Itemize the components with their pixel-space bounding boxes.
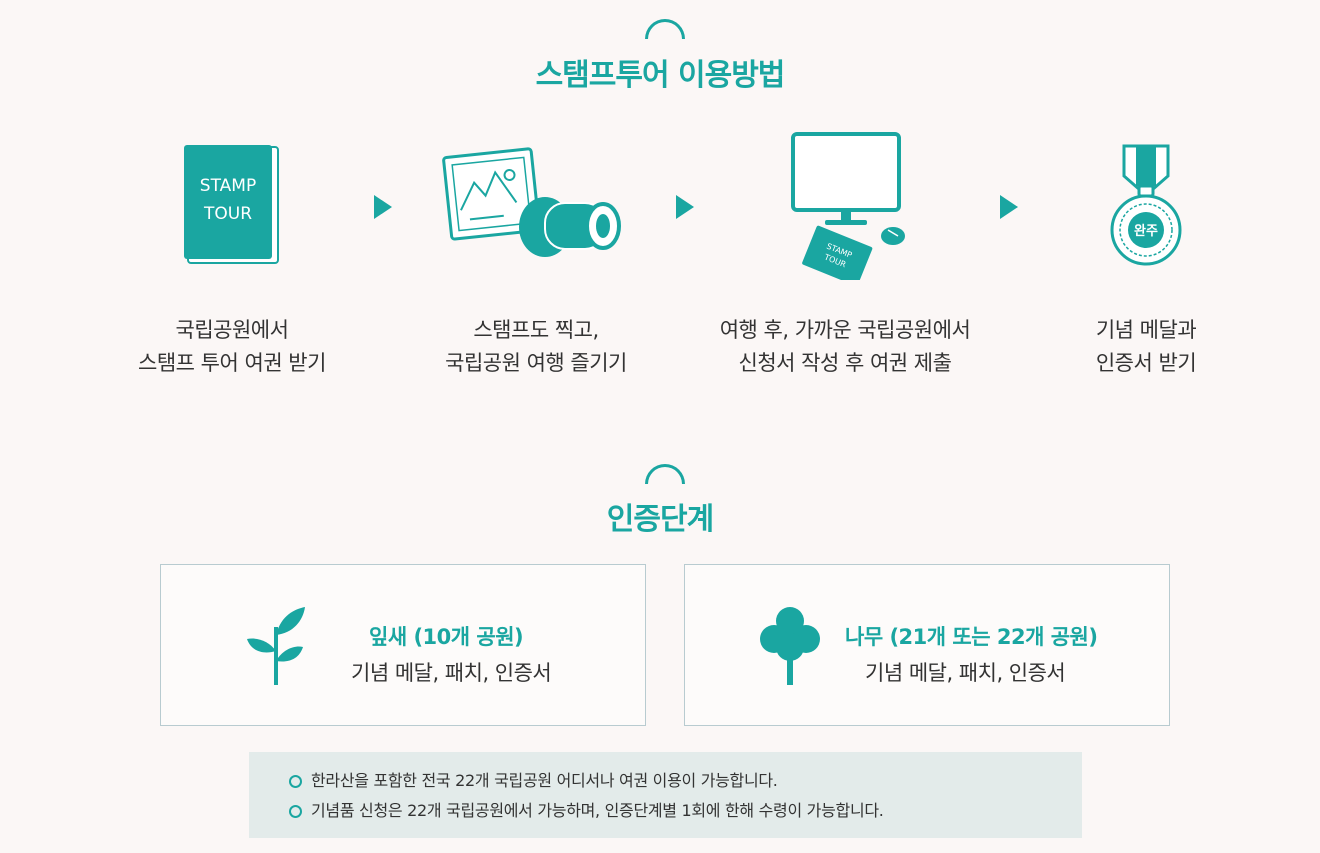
notice-text: 한라산을 포함한 전국 22개 국립공원 어디서나 여권 이용이 가능합니다. [311,771,778,790]
caption-line: 인증서 받기 [1095,351,1197,375]
level-box-leaf: 잎새 (10개 공원) 기념 메달, 패치, 인증서 [160,564,646,726]
step-arrow-icon [374,195,392,219]
usage-step-1-caption: 국립공원에서 스탬프 투어 여권 받기 [82,314,382,380]
level-name: 잎새 (10개 공원) [369,625,524,649]
usage-step-3: STAMP TOUR 여행 후, 가까운 국립공원에서 신청서 작성 후 여권 … [695,130,995,380]
passport-text-line-2: TOUR [203,204,252,224]
level-box-tree: 나무 (21개 또는 22개 공원) 기념 메달, 패치, 인증서 [684,564,1170,726]
caption-line: 스탬프 투어 여권 받기 [138,351,326,375]
caption-line: 국립공원에서 [175,318,289,342]
caption-line: 신청서 작성 후 여권 제출 [738,351,952,375]
tree-icon [760,607,820,685]
step-arrow-icon [676,195,694,219]
notice-item: 한라산을 포함한 전국 22개 국립공원 어디서나 여권 이용이 가능합니다. [289,766,1082,796]
passport-text-line-1: STAMP [200,176,256,196]
level-name: 나무 (21개 또는 22개 공원) [845,625,1098,649]
step-arrow-icon [1000,195,1018,219]
caption-line: 스탬프도 찍고, [473,318,599,342]
notice-text: 기념품 신청은 22개 국립공원에서 가능하며, 인증단계별 1회에 한해 수령… [311,801,884,820]
usage-step-2-caption: 스탬프도 찍고, 국립공원 여행 즐기기 [386,314,686,380]
notice-item: 기념품 신청은 22개 국립공원에서 가능하며, 인증단계별 1회에 한해 수령… [289,796,1082,826]
usage-step-1: STAMP TOUR 국립공원에서 스탬프 투어 여권 받기 [82,130,382,380]
usage-step-2: 스탬프도 찍고, 국립공원 여행 즐기기 [386,130,686,380]
title-arc-decoration [645,19,685,39]
usage-section-title: 스탬프투어 이용방법 [535,58,786,93]
medal-text: 완주 [1134,224,1158,239]
stamp-icon [442,147,621,257]
levels-section-title: 인증단계 [606,502,714,537]
caption-line: 국립공원 여행 즐기기 [445,351,627,375]
caption-line: 기념 메달과 [1095,318,1197,342]
circle-bullet-icon [289,805,302,818]
circle-bullet-icon [289,775,302,788]
usage-step-3-caption: 여행 후, 가까운 국립공원에서 신청서 작성 후 여권 제출 [695,314,995,380]
usage-step-4-caption: 기념 메달과 인증서 받기 [996,314,1296,380]
computer-icon: STAMP TOUR [791,132,905,280]
title-arc-decoration [645,464,685,484]
sprout-icon [247,607,305,685]
level-reward: 기념 메달, 패치, 인증서 [351,661,552,685]
usage-step-4: 완주 기념 메달과 인증서 받기 [996,130,1296,380]
caption-line: 여행 후, 가까운 국립공원에서 [719,318,971,342]
medal-icon: 완주 [1110,144,1182,266]
level-reward: 기념 메달, 패치, 인증서 [865,661,1066,685]
passport-icon: STAMP TOUR [184,145,279,264]
notice-box: 한라산을 포함한 전국 22개 국립공원 어디서나 여권 이용이 가능합니다. … [249,752,1082,838]
